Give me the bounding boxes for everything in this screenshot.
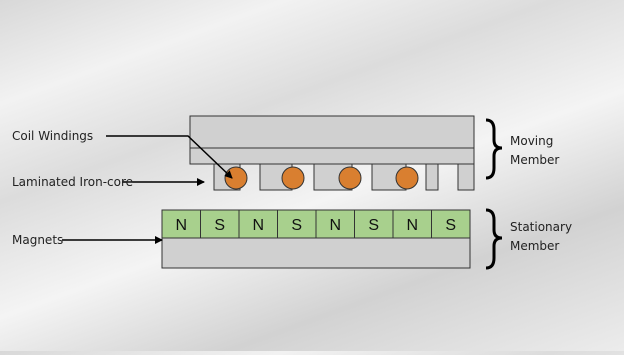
magnet-segment	[354, 209, 394, 239]
laminated-iron-core-label: Laminated Iron-core	[12, 175, 134, 189]
magnet-pole-label: S	[214, 217, 225, 234]
coil-windings-leader	[106, 135, 233, 179]
stationary-member-brace	[485, 208, 503, 270]
moving-member-label-line2: Member	[510, 153, 560, 167]
coil-windings-label: Coil Windings	[12, 129, 94, 143]
magnet-pole-label: N	[406, 217, 418, 234]
coil-winding	[281, 166, 305, 190]
magnet-pole-label: N	[252, 217, 264, 234]
coil-winding	[224, 166, 248, 190]
coil-winding	[395, 166, 419, 190]
magnet-pole-label: N	[329, 217, 341, 234]
moving-member-brace	[485, 118, 503, 180]
magnet-pole-label: S	[445, 217, 456, 234]
magnet-pole-label: S	[291, 217, 302, 234]
magnet-pole-label: N	[175, 217, 187, 234]
stationary-base	[161, 237, 471, 269]
coil-winding	[338, 166, 362, 190]
magnets-label: Magnets	[12, 233, 64, 247]
magnet-pole-label: S	[368, 217, 379, 234]
stationary-member-label-line1: Stationary	[510, 220, 573, 234]
stationary-member-label-line2: Member	[510, 239, 560, 253]
moving-member-label-line1: Moving	[510, 134, 554, 148]
magnet-segment	[392, 209, 432, 239]
